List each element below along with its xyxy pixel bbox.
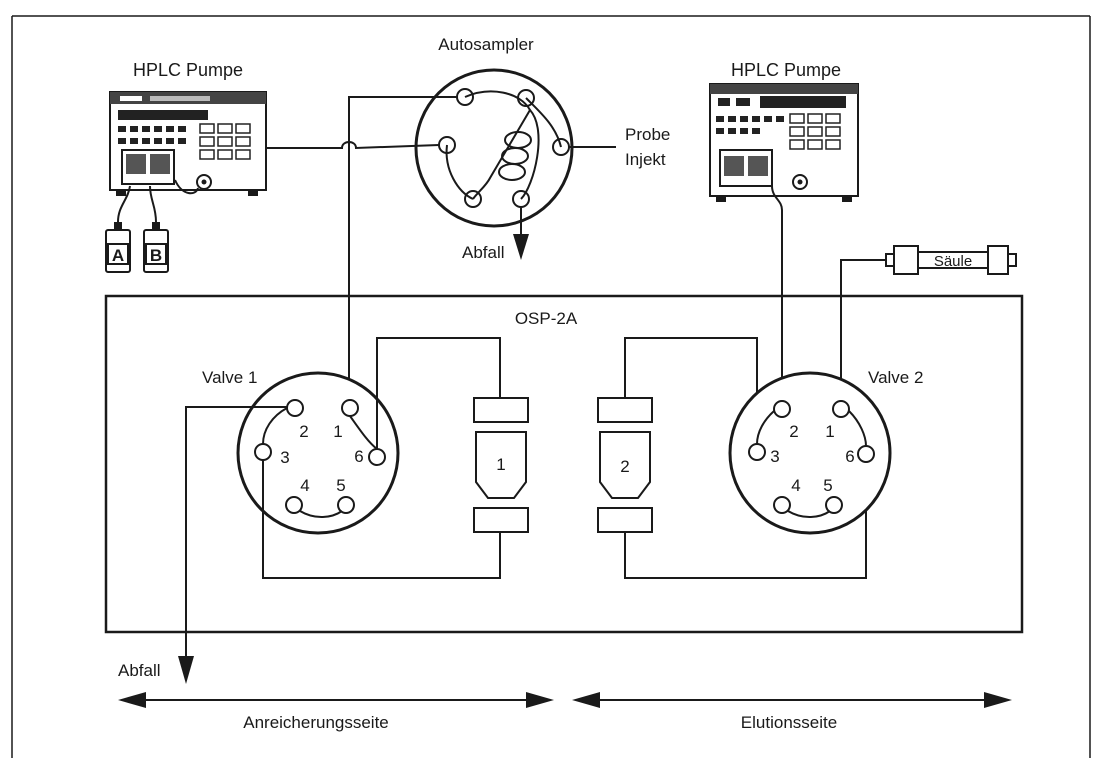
- autosampler-waste-arrow: [513, 234, 529, 260]
- cartridge2-top-to-valve2-line: [624, 337, 758, 444]
- pump-right-to-valve2-line: [771, 185, 783, 420]
- valve1-port-5: 5: [336, 476, 345, 495]
- column-label: Säule: [934, 253, 972, 270]
- column-to-valve2-line: [840, 259, 886, 402]
- column: Säule: [885, 245, 1017, 275]
- pump-left-label: HPLC Pumpe: [133, 60, 243, 80]
- valve1-waste-label: Abfall: [118, 661, 161, 680]
- left-side-arrow: [118, 692, 554, 708]
- hplc-pump-left: [109, 91, 267, 196]
- valve1-to-cartridge1-bottom-line: [262, 460, 501, 579]
- autosampler-waste-label: Abfall: [462, 243, 505, 262]
- valve2-port-2: 2: [789, 422, 798, 441]
- bottle-b-label: B: [150, 246, 162, 265]
- valve1-label: Valve 1: [202, 368, 257, 387]
- valve2-port-4: 4: [791, 476, 800, 495]
- valve1-to-cartridge1-top-line: [376, 337, 501, 449]
- valve1-port-3: 3: [280, 448, 289, 467]
- valve2-port-1: 1: [825, 422, 834, 441]
- valve1-port-4: 4: [300, 476, 309, 495]
- valve1-waste-arrow: [178, 656, 194, 684]
- bottle-a-label: A: [112, 246, 124, 265]
- valve2-port-6: 6: [845, 447, 854, 466]
- tube-bottle-b: [149, 185, 157, 223]
- valve-2: 2 1 3 6 4 5: [728, 371, 892, 535]
- valve2-port-5: 5: [823, 476, 832, 495]
- left-side-label: Anreicherungsseite: [243, 713, 389, 732]
- probe-label-2: Injekt: [625, 150, 666, 169]
- autosampler-to-valve1-line: [348, 96, 457, 400]
- valve1-port-1: 1: [333, 422, 342, 441]
- cartridge-1: 1: [473, 397, 529, 533]
- valve1-waste-line: [185, 406, 287, 660]
- cartridge-2: 2: [597, 397, 653, 533]
- pump-left-to-autosampler-line: [266, 141, 440, 150]
- tube-bottle-a: [117, 185, 131, 223]
- pump-right-label: HPLC Pumpe: [731, 60, 841, 80]
- valve-1: 2 1 3 6 4 5: [236, 371, 400, 535]
- solvent-bottle-a: A: [105, 222, 131, 273]
- valve1-port-2: 2: [299, 422, 308, 441]
- autosampler-label: Autosampler: [438, 35, 534, 54]
- right-side-label: Elutionsseite: [741, 713, 837, 732]
- cartridge2-label: 2: [620, 457, 629, 476]
- hplc-pump-right: [709, 83, 859, 202]
- valve1-port-6: 6: [354, 447, 363, 466]
- probe-label-1: Probe: [625, 125, 670, 144]
- osp-2a-module: [104, 294, 1024, 634]
- valve2-port-3: 3: [770, 447, 779, 466]
- module-label: OSP-2A: [515, 309, 578, 328]
- cartridge2-bottom-to-valve2-line: [624, 462, 867, 579]
- right-side-arrow: [572, 692, 1012, 708]
- cartridge1-label: 1: [496, 455, 505, 474]
- solvent-bottle-b: B: [143, 222, 169, 273]
- valve2-label: Valve 2: [868, 368, 923, 387]
- autosampler: [414, 68, 574, 228]
